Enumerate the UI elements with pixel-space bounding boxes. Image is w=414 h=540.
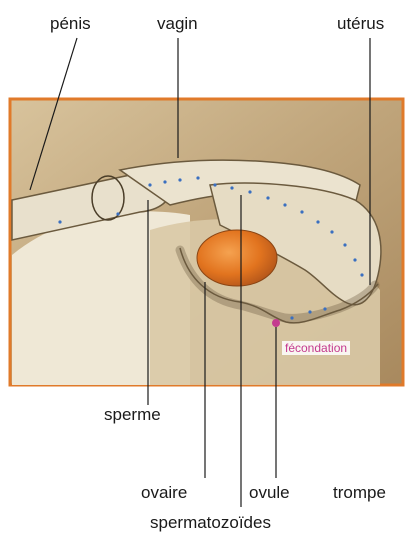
label-ovaire: ovaire [141,483,187,503]
label-penis: pénis [50,14,91,34]
label-spermatozoides: spermatozoïdes [150,513,271,533]
label-vagin: vagin [157,14,198,34]
ovary-shape [197,230,277,286]
label-fecondation: fécondation [282,341,350,355]
label-ovule: ovule [249,483,290,503]
fertilization-dot [272,319,280,327]
label-uterus: utérus [337,14,384,34]
label-trompe: trompe [333,483,386,503]
label-sperme: sperme [104,405,161,425]
